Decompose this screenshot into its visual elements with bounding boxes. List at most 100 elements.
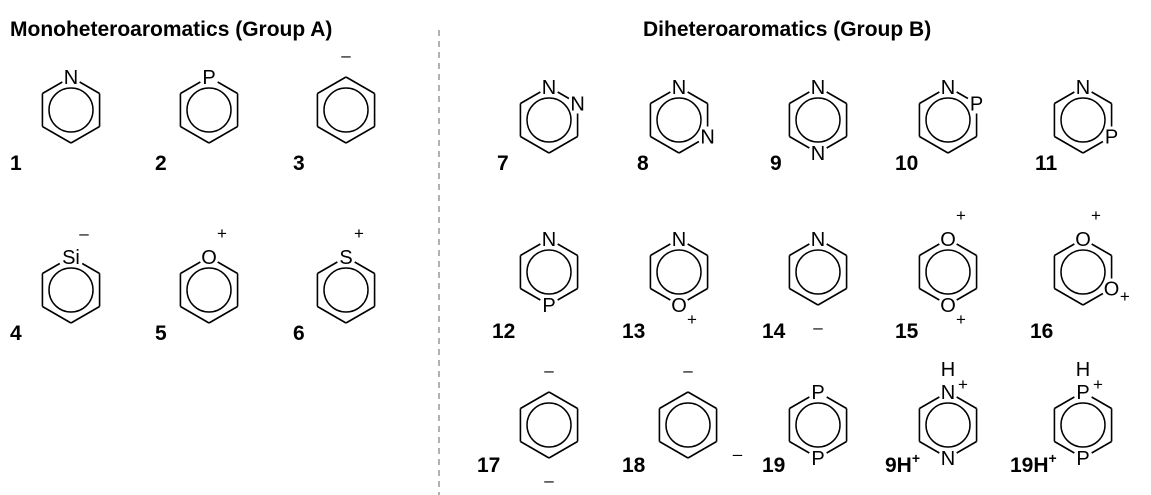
compound-label: 7 [497, 152, 509, 175]
molecule-8: NN8 [637, 77, 715, 175]
compound-label: 16 [1030, 320, 1053, 343]
bond [317, 125, 347, 144]
compound-label: 19H+ [1010, 450, 1057, 477]
positive-charge: + [354, 224, 364, 243]
heteroatom-label: S [339, 247, 352, 269]
bond [789, 440, 810, 454]
bond [919, 91, 940, 105]
aromatic-circle [186, 267, 232, 313]
bond [826, 440, 847, 454]
molecule-18: ––18 [622, 361, 743, 477]
heteroatom-label: N [1076, 77, 1090, 99]
heteroatom-label: P [1076, 382, 1089, 404]
bond [1054, 135, 1084, 154]
bond [81, 262, 100, 275]
aromatic-circle [1060, 249, 1106, 295]
compound-label: 3 [293, 152, 305, 175]
compound-label: 1 [10, 152, 22, 175]
negative-charge: – [544, 361, 554, 380]
molecule-4: Si–4 [10, 224, 101, 345]
aromatic-circle [656, 97, 702, 143]
bond [180, 81, 201, 95]
compound-label: 10 [895, 152, 918, 175]
bond [208, 305, 238, 324]
heteroatom-label: N [941, 382, 955, 404]
compound-label: 13 [622, 320, 645, 343]
heteroatom-label: P [811, 448, 824, 470]
bond [345, 305, 375, 324]
molecule-15: OO++15 [895, 206, 978, 343]
compound-label: 9H+ [885, 450, 920, 477]
heteroatom-label: P [1076, 448, 1089, 470]
bond [650, 135, 680, 154]
molecule-1: N1 [10, 67, 101, 175]
bond [557, 287, 578, 301]
bond [1082, 140, 1104, 154]
aromatic-circle [526, 402, 572, 448]
bond [180, 305, 210, 324]
bond [520, 243, 541, 257]
bond [42, 262, 61, 275]
heteroatom-label: N [64, 67, 78, 89]
bond [217, 261, 238, 275]
heteroatom-label: P [542, 295, 555, 317]
compound-label: 19 [762, 454, 785, 477]
positive-charge: + [217, 224, 227, 243]
bond [1054, 91, 1075, 105]
negative-charge: – [79, 224, 89, 243]
bond [659, 440, 689, 459]
molecule-3: –3 [293, 46, 376, 175]
molecule-9h: NNH+9H+ [885, 359, 978, 477]
positive-charge: + [1091, 206, 1101, 225]
heteroatom-label: O [940, 229, 956, 251]
bond [687, 91, 708, 105]
negative-charge: – [733, 445, 743, 464]
positive-charge: + [1093, 375, 1103, 394]
negative-charge: – [341, 46, 351, 65]
bond [650, 243, 671, 257]
bond [1054, 440, 1075, 454]
heteroatom-label: Si [62, 247, 80, 269]
bond [42, 125, 72, 144]
positive-charge: + [956, 206, 966, 225]
bond [789, 287, 819, 306]
bond [650, 287, 671, 301]
heteroatom-label: N [672, 77, 686, 99]
molecule-16: OO++16 [1030, 206, 1130, 343]
aromatic-circle [925, 97, 971, 143]
bond [208, 125, 238, 144]
heteroatom-label: N [542, 229, 556, 251]
bond [947, 135, 977, 154]
bond [557, 91, 570, 100]
bond [919, 396, 940, 410]
compound-label: 18 [622, 454, 646, 477]
aromatic-circle [48, 87, 94, 133]
group-a-header: Monoheteroaromatics (Group A) [10, 18, 332, 41]
molecule-grid: N1P2–3Si–4O+5S+6NN7NN8NN9NP10NP11NP12NO+… [10, 46, 1130, 490]
group-b-header: Diheteroaromatics (Group B) [643, 18, 931, 41]
positive-charge: + [958, 375, 968, 394]
molecule-9: NN9 [770, 77, 848, 175]
bond [919, 440, 940, 454]
bond [520, 135, 550, 154]
molecule-2: P2 [155, 67, 239, 175]
bond [956, 91, 969, 100]
aromatic-circle [795, 402, 841, 448]
bond [826, 91, 847, 105]
heteroatom-label: N [542, 77, 556, 99]
aromatic-circle [795, 249, 841, 295]
compound-label: 5 [155, 322, 167, 345]
bond [70, 125, 100, 144]
heteroatom-label: O [1104, 279, 1120, 301]
bond [789, 91, 810, 105]
bond [956, 243, 977, 257]
compound-label: 15 [895, 320, 919, 343]
hydrogen-label: H [941, 359, 955, 381]
compound-label: 9 [770, 152, 782, 175]
molecule-5: O+5 [155, 224, 239, 345]
bond [520, 91, 541, 105]
aromatic-circle [665, 402, 711, 448]
bond [826, 135, 847, 149]
